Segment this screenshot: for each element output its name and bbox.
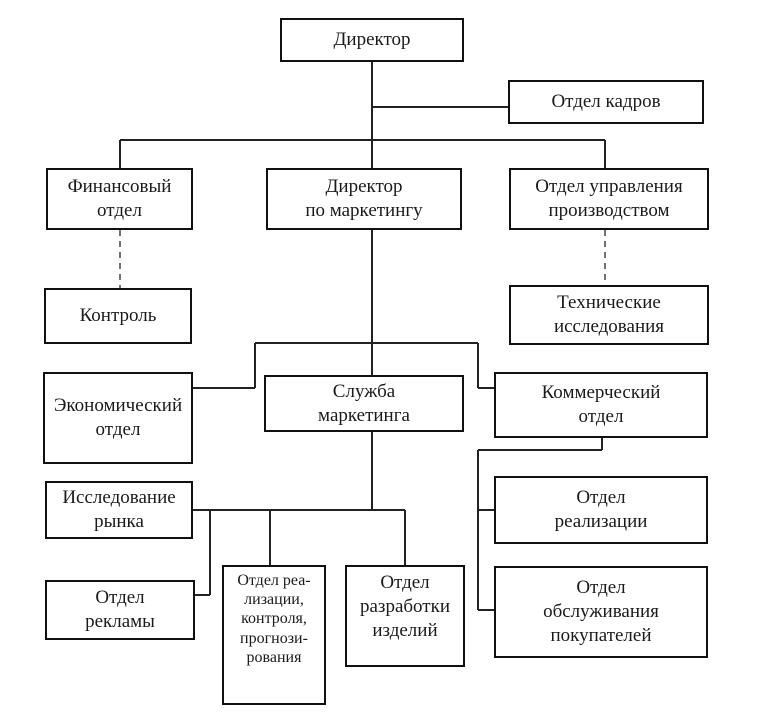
node-label: Экономический отдел — [53, 395, 183, 440]
node-product-development-department: Отдел разработки изделий — [345, 565, 465, 667]
node-control: Контроль — [44, 288, 192, 344]
node-finance-department: Финансовый отдел — [46, 168, 193, 230]
node-label: Служба маркетинга — [318, 380, 410, 426]
node-label: Отдел управления производством — [535, 176, 683, 221]
node-label: Отдел рекламы — [85, 587, 155, 632]
node-production-management-department: Отдел управления производством — [509, 168, 709, 230]
node-label: Директор — [333, 29, 411, 51]
node-sales-control-forecast-department: Отдел реа- лизации, контроля, прогнози- … — [222, 565, 326, 705]
node-label: Технические исследования — [553, 292, 665, 337]
node-label: Отдел реализации — [554, 487, 648, 532]
node-technical-research: Технические исследования — [509, 285, 709, 345]
node-label: Отдел разработки изделий — [360, 572, 450, 641]
node-sales-department: Отдел реализации — [494, 476, 708, 544]
node-label: Отдел кадров — [551, 91, 661, 113]
node-label: Финансовый отдел — [67, 176, 172, 221]
node-label: Отдел реа- лизации, контроля, прогнози- … — [237, 572, 311, 666]
node-marketing-director: Директор по маркетингу — [266, 168, 462, 230]
node-label: Директор по маркетингу — [305, 176, 423, 221]
node-market-research: Исследование рынка — [45, 481, 193, 539]
node-economic-department: Экономический отдел — [43, 372, 193, 464]
node-label: Отдел обслуживания покупателей — [543, 577, 659, 646]
node-commercial-department: Коммерческий отдел — [494, 372, 708, 438]
node-hr-department: Отдел кадров — [508, 80, 704, 124]
node-director: Директор — [280, 18, 464, 62]
node-label: Исследование рынка — [62, 487, 176, 532]
node-label: Коммерческий отдел — [541, 382, 661, 427]
node-advertising-department: Отдел рекламы — [45, 580, 195, 640]
node-customer-service-department: Отдел обслуживания покупателей — [494, 566, 708, 658]
node-marketing-service: Служба маркетинга — [264, 375, 464, 432]
node-label: Контроль — [79, 305, 157, 327]
